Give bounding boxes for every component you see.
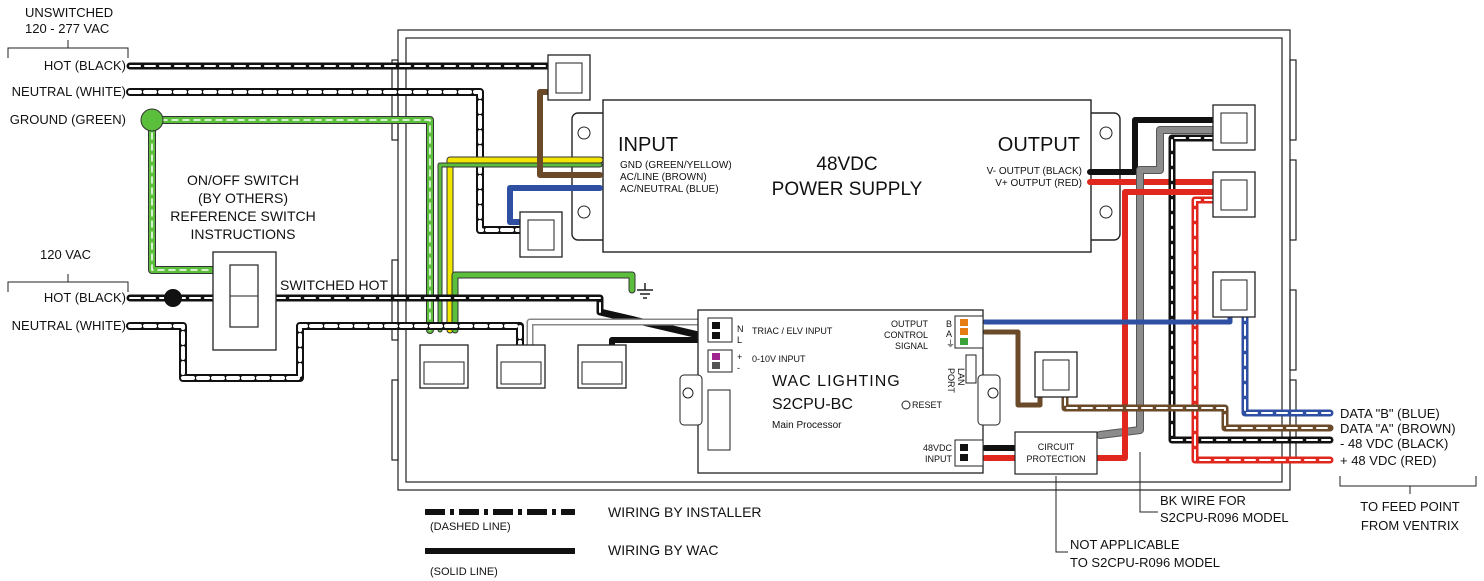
unswitched-voltage-label: 120 - 277 VAC <box>25 21 109 36</box>
output-control-line1: OUTPUT <box>891 319 929 329</box>
leader-line <box>1139 452 1158 513</box>
cp-line1: CIRCUIT <box>1038 442 1075 452</box>
term-l-label: L <box>737 335 742 345</box>
switched-hot-label: SWITCHED HOT <box>280 277 389 293</box>
enclosure <box>391 29 1297 491</box>
data-b-label: DATA "B" (BLUE) <box>1340 406 1440 421</box>
circuit-protection-box <box>1014 431 1098 475</box>
screw-icon <box>682 387 694 399</box>
hot-black-2-label: HOT (BLACK) <box>44 290 126 305</box>
feed-point-line2: FROM VENTRIX <box>1361 518 1460 533</box>
ground-term-icon: ⏚ <box>946 339 955 349</box>
neutral-white-label: NEUTRAL (WHITE) <box>12 84 126 99</box>
ps-output-title: OUTPUT <box>998 134 1080 156</box>
neutral-white-2-label: NEUTRAL (WHITE) <box>12 318 126 333</box>
ps-ac-line-label: AC/LINE (BROWN) <box>620 172 707 183</box>
ps-ac-neutral-label: AC/NEUTRAL (BLUE) <box>620 184 719 195</box>
term-n-label: N <box>737 324 744 334</box>
cp-line2: PROTECTION <box>1026 454 1085 464</box>
switch-label-line3: REFERENCE SWITCH <box>170 208 315 224</box>
output-control-line2: CONTROL <box>884 330 928 340</box>
vdc48-input-line1: 48VDC <box>923 443 953 453</box>
connectors <box>419 54 1256 398</box>
processor-subtitle: Main Processor <box>772 420 842 431</box>
lan-port-line2: PORT <box>946 368 956 393</box>
ground-green-label: GROUND (GREEN) <box>10 112 126 127</box>
data-a-label: DATA "A" (BROWN) <box>1340 421 1456 436</box>
minus48-label: - 48 VDC (BLACK) <box>1340 436 1448 451</box>
legend-dashed-text: WIRING BY INSTALLER <box>608 504 762 520</box>
input-0-10v-label: 0-10V INPUT <box>752 354 806 364</box>
legend-solid-caption: (SOLID LINE) <box>430 566 498 578</box>
switch-label-line2: (BY OTHERS) <box>198 190 288 206</box>
term-plus-label: + <box>737 352 742 362</box>
ground-junction-icon <box>140 108 164 132</box>
term-b-label: B <box>946 319 952 329</box>
reset-label: RESET <box>912 400 943 410</box>
ps-input-title: INPUT <box>618 134 678 156</box>
ps-title-line1: 48VDC <box>816 154 877 175</box>
switch-label-line4: INSTRUCTIONS <box>191 226 296 242</box>
lever-connector-icon <box>496 344 546 389</box>
ps-gnd-label: GND (GREEN/YELLOW) <box>620 160 732 171</box>
wires <box>126 62 1334 464</box>
power-supply: INPUT GND (GREEN/YELLOW) AC/LINE (BROWN)… <box>571 99 1121 253</box>
lan-port-line1: LAN <box>956 368 966 386</box>
feed-point-line1: TO FEED POINT <box>1360 499 1459 514</box>
legend <box>425 509 575 554</box>
lever-connector-icon <box>577 344 627 389</box>
leader-line <box>1055 476 1068 553</box>
earth-ground-icon <box>637 283 653 299</box>
screw-icon <box>1099 126 1113 140</box>
term-minus-label: - <box>737 363 740 373</box>
legend-solid-text: WIRING BY WAC <box>608 542 718 558</box>
screw-icon <box>577 126 591 140</box>
vac120-label: 120 VAC <box>40 247 91 262</box>
legend-dashed-caption: (DASHED LINE) <box>430 521 511 533</box>
bk-note-line2: S2CPU-R096 MODEL <box>1160 510 1289 525</box>
bk-note-line1: BK WIRE FOR <box>1160 493 1246 508</box>
brand-logo: WAC LIGHTING <box>772 373 901 390</box>
bracket-icon <box>7 274 129 292</box>
triac-input-label: TRIAC / ELV INPUT <box>752 326 833 336</box>
screw-icon <box>577 205 591 219</box>
vdc48-input-line2: INPUT <box>925 454 953 464</box>
na-note-line2: TO S2CPU-R096 MODEL <box>1070 555 1220 570</box>
switch-label-line1: ON/OFF SWITCH <box>187 172 299 188</box>
main-processor <box>679 309 1001 474</box>
ps-v-minus-label: V- OUTPUT (BLACK) <box>987 166 1082 177</box>
reset-button-icon <box>901 400 911 410</box>
term-a-label: A <box>946 329 952 339</box>
na-note-line1: NOT APPLICABLE <box>1070 537 1180 552</box>
screw-icon <box>1099 205 1113 219</box>
model-label: S2CPU-BC <box>772 396 853 413</box>
bracket-icon <box>7 40 129 58</box>
wire-junction-icon <box>164 289 182 307</box>
ps-title-line2: POWER SUPPLY <box>772 179 923 200</box>
hot-black-label: HOT (BLACK) <box>44 58 126 73</box>
unswitched-label: UNSWITCHED <box>25 5 113 20</box>
bracket-icon <box>1339 476 1477 494</box>
ps-v-plus-label: V+ OUTPUT (RED) <box>995 178 1082 189</box>
screw-icon <box>987 387 999 399</box>
lever-connector-icon <box>419 344 469 389</box>
output-control-line3: SIGNAL <box>895 341 928 351</box>
on-off-switch <box>212 251 277 351</box>
plus48-label: + 48 VDC (RED) <box>1340 453 1436 468</box>
